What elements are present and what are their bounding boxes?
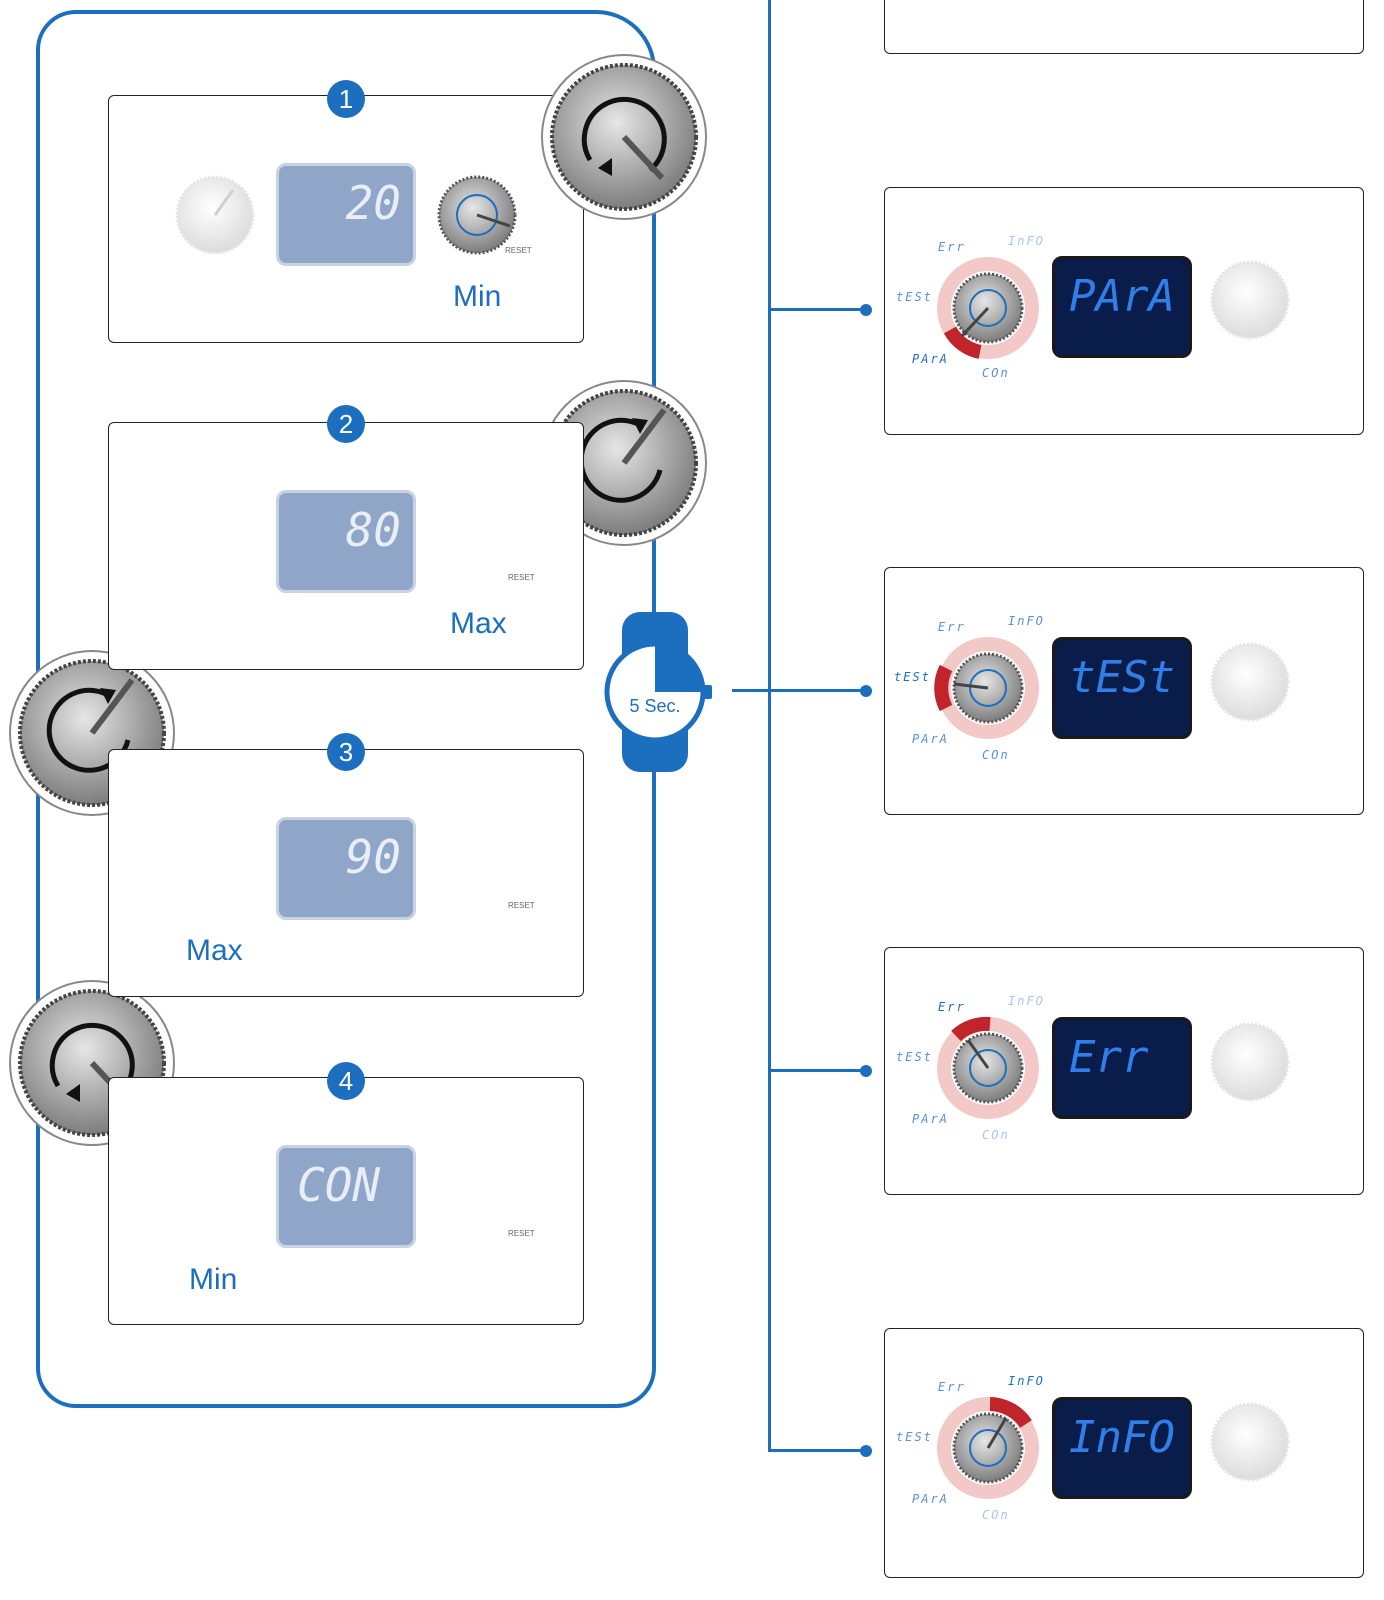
- para-lbl-test: tESt: [896, 290, 933, 304]
- err-lbl-err: Err: [938, 1000, 966, 1014]
- err-display: Err: [1052, 1017, 1192, 1119]
- para-lbl-info: InFO: [1008, 234, 1045, 248]
- step-3-caption: Max: [186, 934, 243, 967]
- test-lbl-test: tESt: [894, 670, 931, 684]
- step-1-badge: 1: [327, 80, 365, 118]
- connector-info: [768, 1449, 864, 1452]
- test-display-value: tESt: [1069, 652, 1175, 703]
- err-lbl-con: COn: [982, 1128, 1010, 1142]
- step-2-reset-label: RESET: [508, 573, 535, 582]
- err-lbl-info: InFO: [1008, 994, 1045, 1008]
- connector-err: [768, 1069, 864, 1072]
- step-3-reset-label: RESET: [508, 901, 535, 910]
- connector-timer: [732, 689, 864, 692]
- step-2-display: 80: [276, 490, 416, 593]
- step-4-display-value: CON: [297, 1158, 381, 1212]
- info-water-knob: [1210, 1402, 1290, 1482]
- step-2-caption: Max: [450, 607, 507, 640]
- info-display: InFO: [1052, 1397, 1192, 1499]
- para-display-value: PArA: [1069, 271, 1175, 322]
- step-1-magnifier: [541, 54, 707, 220]
- info-lbl-para: PArA: [912, 1492, 949, 1506]
- step-1-heating-knob: [175, 175, 255, 255]
- info-display-value: InFO: [1069, 1412, 1175, 1463]
- para-lbl-para: PArA: [912, 352, 949, 366]
- info-lbl-con: COn: [982, 1508, 1010, 1522]
- info-lbl-info: InFO: [1008, 1374, 1045, 1388]
- step-1-water-knob: [437, 175, 517, 255]
- err-display-value: Err: [1069, 1032, 1149, 1083]
- test-display: tESt: [1052, 637, 1192, 739]
- connector-dot-err: [860, 1065, 872, 1077]
- err-water-knob: [1210, 1022, 1290, 1102]
- connector-dot-para: [860, 304, 872, 316]
- test-lbl-con: COn: [982, 748, 1010, 762]
- para-lbl-err: Err: [938, 240, 966, 254]
- test-lbl-err: Err: [938, 620, 966, 634]
- step-3-display-value: 90: [345, 830, 401, 884]
- connector-dot-info: [860, 1445, 872, 1457]
- step-2-display-value: 80: [345, 503, 401, 557]
- err-lbl-test: tESt: [896, 1050, 933, 1064]
- info-lbl-test: tESt: [896, 1430, 933, 1444]
- step-4-reset-label: RESET: [508, 1229, 535, 1238]
- step-1-caption: Min: [453, 280, 502, 313]
- err-selector-knob: [937, 1016, 1039, 1119]
- step-4-caption: Min: [189, 1263, 238, 1296]
- step-4-badge: 4: [327, 1062, 365, 1100]
- connector-dot-test: [860, 685, 872, 697]
- connector-para: [768, 308, 864, 311]
- step-1-reset-label: RESET: [505, 246, 532, 255]
- step-1-display: 20: [276, 163, 416, 266]
- para-lbl-con: COn: [982, 366, 1010, 380]
- step-1-display-value: 20: [345, 176, 401, 230]
- para-display: PArA: [1052, 256, 1192, 358]
- test-water-knob: [1210, 642, 1290, 722]
- step-3-display: 90: [276, 817, 416, 920]
- info-lbl-err: Err: [938, 1380, 966, 1394]
- step-4-display: CON: [276, 1145, 416, 1248]
- step-3-badge: 3: [327, 733, 365, 771]
- connector-vertical: [768, 0, 771, 1452]
- test-lbl-para: PArA: [912, 732, 949, 746]
- menu-panel-top-partial: [884, 0, 1364, 54]
- step-2-badge: 2: [327, 405, 365, 443]
- timer-watch-icon: [604, 612, 712, 772]
- test-selector-knob: [934, 637, 1039, 739]
- timer-label: 5 Sec.: [629, 696, 681, 716]
- para-water-knob: [1210, 260, 1290, 340]
- para-selector-knob: [937, 257, 1039, 359]
- err-lbl-para: PArA: [912, 1112, 949, 1126]
- info-selector-knob: [937, 1397, 1039, 1499]
- test-lbl-info: InFO: [1008, 614, 1045, 628]
